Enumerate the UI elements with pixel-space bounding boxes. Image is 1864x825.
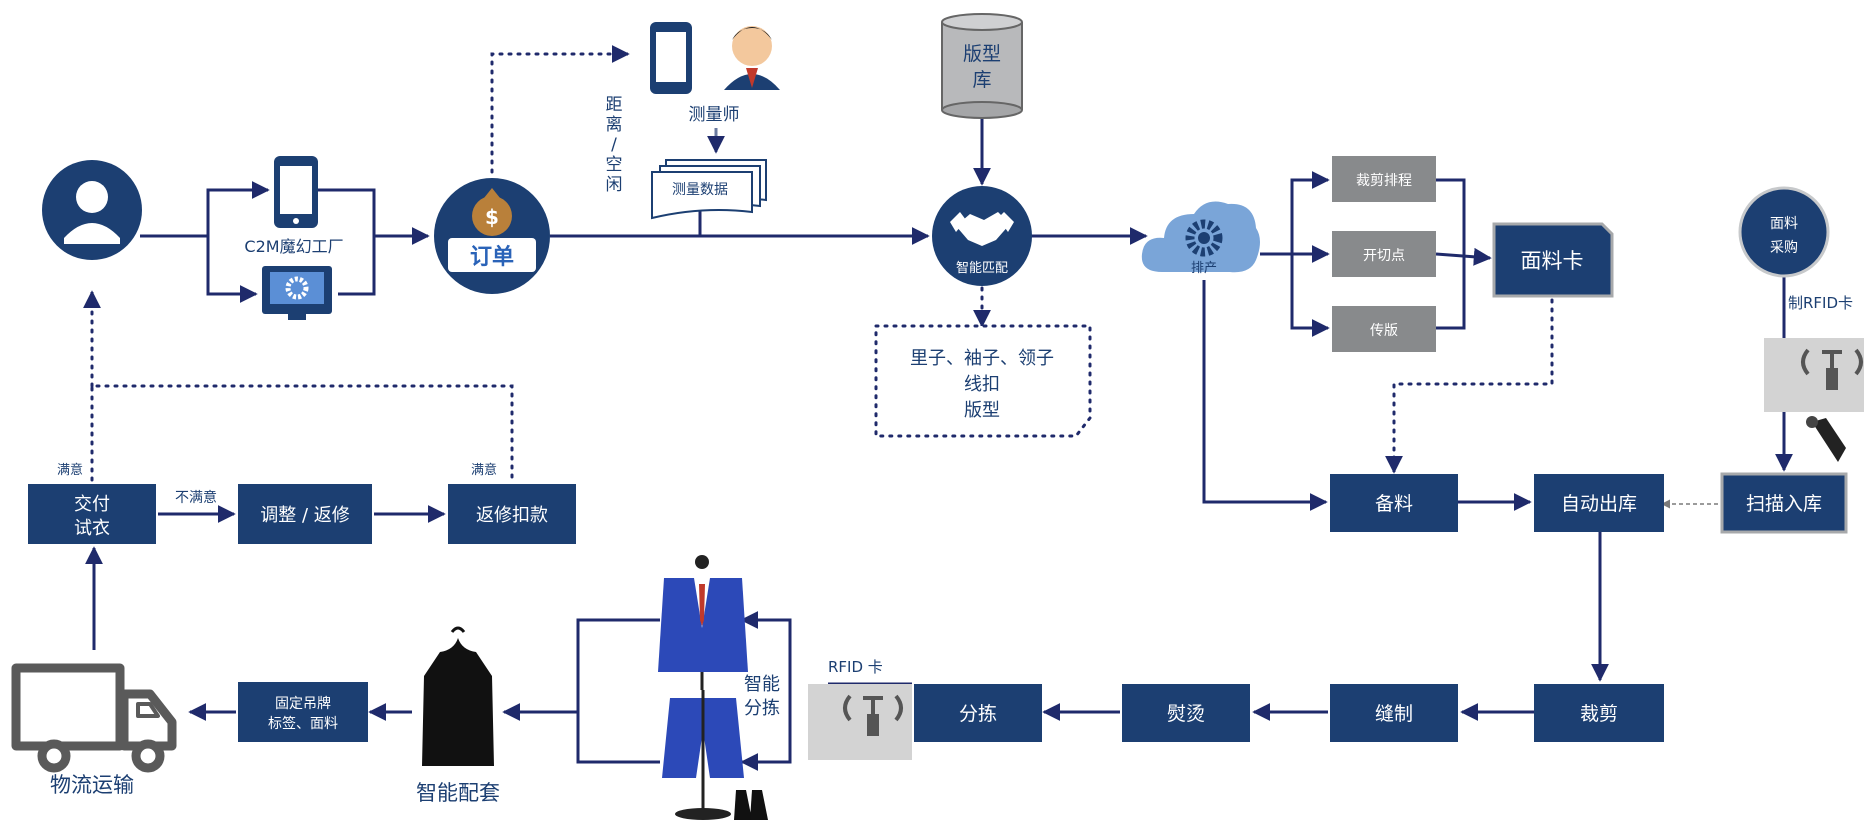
svg-text:版型: 版型	[963, 43, 1001, 65]
pass-pattern-box: 传版	[1332, 306, 1436, 352]
svg-text:扫描入库: 扫描入库	[1746, 493, 1822, 515]
customer-node	[42, 160, 142, 260]
scanner-icon	[1806, 416, 1846, 462]
measure-data-label: 测量数据	[672, 182, 728, 198]
refund-box: 返修扣款	[448, 484, 576, 544]
c2m-label: C2M魔幻工厂	[244, 237, 343, 256]
smart-match-label: 智能匹配	[956, 261, 1008, 276]
cut-point-box: 开切点	[1332, 231, 1436, 277]
schedule-node: 排产	[1141, 201, 1260, 276]
satisfied-label-2: 满意	[471, 462, 497, 478]
shoes-icon	[734, 790, 768, 820]
smart-match-node: 智能匹配	[932, 186, 1032, 286]
truck-icon	[11, 663, 177, 773]
svg-text:闲: 闲	[606, 175, 623, 195]
svg-text:试衣: 试衣	[74, 518, 110, 539]
dotted-arrowheads	[83, 45, 1403, 474]
svg-text:裁剪: 裁剪	[1580, 703, 1618, 725]
satisfied-label-1: 满意	[57, 462, 83, 478]
ironing-box: 熨烫	[1122, 684, 1250, 742]
handshake-icon	[950, 212, 1014, 246]
make-rfid-label: 制RFID卡	[1788, 294, 1853, 312]
pants-icon	[662, 690, 744, 820]
svg-text:传版: 传版	[1370, 323, 1398, 339]
person-icon	[724, 26, 780, 90]
delivery-box: 交付 试衣	[28, 484, 156, 544]
svg-text:里子、袖子、领子: 里子、袖子、领子	[910, 348, 1054, 369]
auto-out-box: 自动出库	[1534, 474, 1664, 532]
svg-text:备料: 备料	[1375, 493, 1413, 515]
match-output-box: 里子、袖子、领子 线扣 版型	[874, 324, 1092, 438]
money-bag-icon: $	[472, 188, 512, 236]
prepare-box: 备料	[1330, 474, 1458, 532]
svg-text:自动出库: 自动出库	[1561, 493, 1637, 515]
order-node: $ 订单	[434, 178, 550, 294]
measure-data-node: 测量数据	[651, 159, 767, 220]
svg-text:返修扣款: 返修扣款	[476, 505, 548, 526]
monitor-gear-icon	[262, 266, 332, 320]
svg-text:固定吊牌: 固定吊牌	[275, 695, 331, 712]
pattern-library-node: 版型 库	[941, 13, 1023, 119]
svg-text:智能: 智能	[744, 674, 780, 695]
svg-text:交付: 交付	[74, 494, 110, 515]
measurer-label: 测量师	[689, 105, 740, 125]
cut-schedule-box: 裁剪排程	[1332, 156, 1436, 202]
svg-text:/: /	[611, 135, 617, 155]
schedule-label: 排产	[1191, 261, 1217, 276]
c2m-node: C2M魔幻工厂	[244, 156, 344, 320]
svg-text:裁剪排程: 裁剪排程	[1356, 173, 1412, 189]
svg-text:分拣: 分拣	[744, 698, 780, 719]
logistics-label: 物流运输	[50, 773, 134, 797]
rfid-reader-right	[1764, 338, 1864, 412]
svg-text:标签、面料: 标签、面料	[268, 715, 338, 732]
adjust-box: 调整 / 返修	[238, 484, 372, 544]
scan-in-box: 扫描入库	[1720, 472, 1848, 534]
svg-text:采购: 采购	[1770, 240, 1798, 256]
sewing-box: 缝制	[1330, 684, 1458, 742]
cutting-box: 裁剪	[1534, 684, 1664, 742]
tag-box: 固定吊牌 标签、面料	[238, 682, 368, 742]
fabric-card-label: 面料卡	[1521, 249, 1584, 273]
svg-text:离: 离	[606, 115, 623, 135]
rfid-reader-bottom	[808, 684, 912, 760]
svg-text:面料: 面料	[1770, 216, 1798, 232]
svg-text:熨烫: 熨烫	[1167, 703, 1205, 725]
phone-icon	[650, 22, 692, 94]
garment-bag-node: 智能配套	[416, 626, 500, 805]
rfid-card-label: RFID 卡	[828, 658, 883, 676]
svg-text:分拣: 分拣	[959, 703, 997, 725]
svg-text:库: 库	[972, 69, 991, 91]
svg-text:开切点: 开切点	[1363, 248, 1405, 264]
svg-text:距: 距	[606, 95, 623, 115]
fabric-card-node: 面料卡	[1492, 222, 1614, 298]
svg-text:$: $	[485, 205, 499, 229]
not-satisfied-label: 不满意	[175, 489, 217, 506]
sorting-box: 分拣	[914, 684, 1042, 742]
gear-icon	[1185, 219, 1223, 257]
svg-text:线扣: 线扣	[964, 374, 1000, 395]
dotted-connectors	[90, 52, 1554, 482]
smart-set-label: 智能配套	[416, 781, 500, 805]
measurer-node: 测量师	[650, 22, 780, 125]
svg-text:空: 空	[606, 155, 623, 175]
svg-text:版型: 版型	[964, 400, 1000, 421]
fabric-purchase-node: 面料 采购	[1738, 186, 1830, 278]
order-label: 订单	[470, 245, 514, 270]
svg-text:调整 / 返修: 调整 / 返修	[260, 505, 350, 526]
distance-idle-label: 距 离 / 空 闲	[606, 95, 623, 195]
user-icon	[64, 181, 120, 244]
svg-text:缝制: 缝制	[1375, 703, 1413, 725]
suit-jacket-icon	[658, 555, 748, 690]
